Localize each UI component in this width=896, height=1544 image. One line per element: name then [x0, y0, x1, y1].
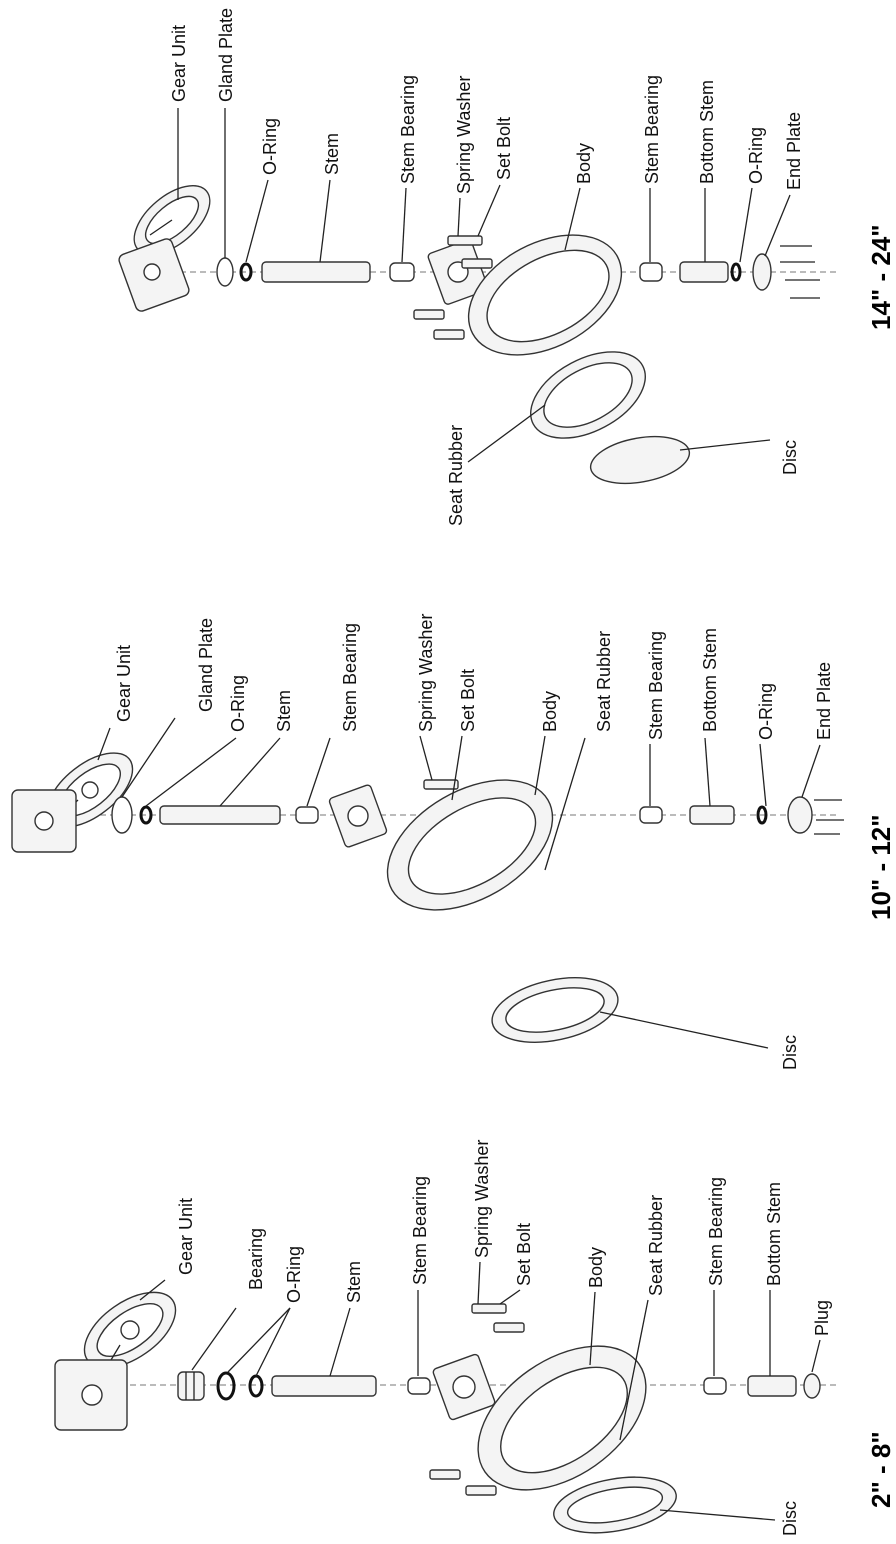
- label-body: Body: [540, 691, 560, 732]
- gear-unit-drawing: [11, 752, 134, 853]
- label-set-bolt: Set Bolt: [494, 117, 514, 180]
- label-disc: Disc: [780, 1501, 800, 1536]
- label-end-plate: End Plate: [784, 112, 804, 190]
- label-gland-plate: Gland Plate: [216, 8, 236, 102]
- stem-drawing: [261, 261, 371, 283]
- stem-bearing-bottom-drawing: [639, 806, 663, 824]
- gland-plate-drawing: [216, 257, 234, 287]
- label-gear-unit: Gear Unit: [114, 645, 134, 722]
- o-ring-drawing: [216, 1371, 236, 1401]
- label-disc: Disc: [780, 1035, 800, 1070]
- label-stem-bearing: Stem Bearing: [398, 75, 418, 184]
- label-body: Body: [586, 1247, 606, 1288]
- label-bearing: Bearing: [246, 1228, 266, 1290]
- label-gear-unit: Gear Unit: [169, 25, 189, 102]
- o-ring-bottom-drawing: [730, 262, 742, 282]
- label-spring-washer: Spring Washer: [416, 614, 436, 732]
- label-gear-unit: Gear Unit: [176, 1198, 196, 1275]
- size-range-14-24: 14" - 24": [866, 224, 896, 330]
- stem-bearing-drawing: [389, 262, 415, 282]
- label-stem-bearing-bottom: Stem Bearing: [646, 631, 666, 740]
- label-stem: Stem: [344, 1261, 364, 1303]
- stem-bearing-bottom-drawing: [703, 1377, 727, 1395]
- label-seat-rubber: Seat Rubber: [646, 1195, 666, 1296]
- panel-14-24: Gear Unit Gland Plate O-Ring Stem Stem B…: [118, 8, 896, 526]
- label-bottom-stem: Bottom Stem: [697, 80, 717, 184]
- label-bottom-stem: Bottom Stem: [700, 628, 720, 732]
- label-stem: Stem: [322, 133, 342, 175]
- label-stem-bearing: Stem Bearing: [410, 1176, 430, 1285]
- o-ring-bottom-drawing: [756, 805, 768, 825]
- panel-10-12: Gear Unit Gland Plate O-Ring Stem Stem B…: [11, 614, 896, 1070]
- bearing-drawing: [177, 1371, 205, 1401]
- label-plug: Plug: [812, 1300, 832, 1336]
- label-o-ring: O-Ring: [284, 1246, 304, 1303]
- label-bottom-stem: Bottom Stem: [764, 1182, 784, 1286]
- plug-drawing: [803, 1373, 821, 1399]
- stem-drawing: [271, 1375, 377, 1397]
- bottom-stem-drawing: [747, 1375, 797, 1397]
- label-end-plate: End Plate: [814, 662, 834, 740]
- label-stem: Stem: [274, 690, 294, 732]
- label-seat-rubber: Seat Rubber: [446, 425, 466, 526]
- set-bolts-drawing: [429, 1303, 525, 1496]
- label-o-ring-bottom: O-Ring: [746, 127, 766, 184]
- label-stem-bearing: Stem Bearing: [340, 623, 360, 732]
- size-range-2-8: 2" - 8": [866, 1431, 896, 1508]
- o-ring-drawing: [239, 262, 253, 282]
- label-o-ring-bottom: O-Ring: [756, 683, 776, 740]
- label-disc: Disc: [780, 440, 800, 475]
- gear-unit-drawing: [118, 185, 211, 312]
- disc-drawing: [589, 435, 691, 485]
- label-stem-bearing-bottom: Stem Bearing: [706, 1177, 726, 1286]
- label-set-bolt: Set Bolt: [514, 1223, 534, 1286]
- stem-bearing-drawing: [295, 806, 319, 824]
- label-o-ring: O-Ring: [228, 675, 248, 732]
- label-seat-rubber: Seat Rubber: [594, 631, 614, 732]
- end-plate-drawing: [787, 796, 813, 834]
- label-set-bolt: Set Bolt: [458, 669, 478, 732]
- label-stem-bearing-bottom: Stem Bearing: [642, 75, 662, 184]
- gland-plate-drawing: [111, 796, 133, 834]
- gear-unit-drawing: [54, 1291, 177, 1431]
- set-bolts-drawing: [413, 235, 493, 340]
- stem-drawing: [159, 805, 281, 825]
- label-body: Body: [574, 143, 594, 184]
- label-spring-washer: Spring Washer: [472, 1140, 492, 1258]
- bottom-stem-drawing: [689, 805, 735, 825]
- end-plate-drawing: [752, 253, 772, 291]
- bottom-stem-drawing: [679, 261, 729, 283]
- label-o-ring: O-Ring: [260, 118, 280, 175]
- o-ring-drawing: [139, 805, 153, 825]
- stem-bearing-drawing: [407, 1377, 431, 1395]
- size-range-10-12: 10" - 12": [866, 814, 896, 920]
- panel-2-8: Gear Unit Bearing O-Ring Stem Stem Beari…: [54, 1140, 896, 1536]
- label-gland-plate: Gland Plate: [196, 618, 216, 712]
- o-ring-drawing-2: [248, 1374, 264, 1398]
- label-spring-washer: Spring Washer: [454, 76, 474, 194]
- stem-bearing-bottom-drawing: [639, 262, 663, 282]
